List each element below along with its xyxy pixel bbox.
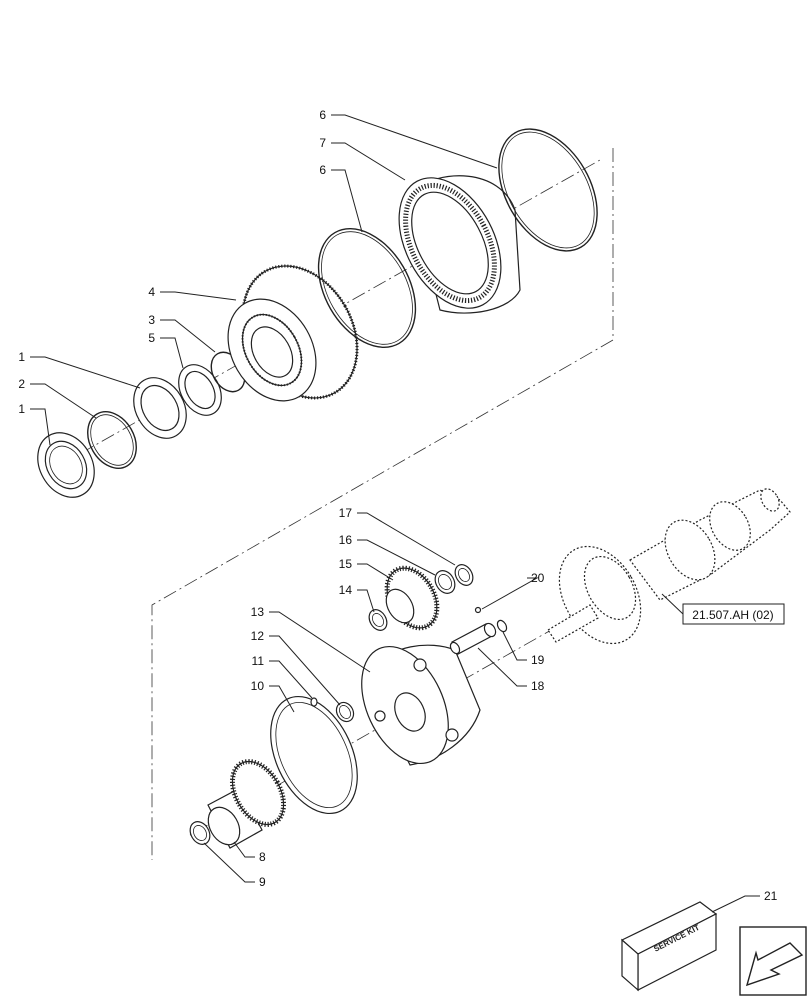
- callout-20: 20: [531, 571, 545, 585]
- part-1-bearing-upper[interactable]: [123, 368, 197, 447]
- part-1-bearing-lower[interactable]: [26, 423, 105, 508]
- callout-18: 18: [531, 679, 545, 693]
- part-6-snap-ring-rear[interactable]: [479, 112, 618, 268]
- part-8-sun-gear[interactable]: [202, 753, 294, 851]
- part-12-needle-bearing[interactable]: [333, 699, 357, 724]
- callout-19: 19: [531, 653, 545, 667]
- callout-labels: 6 7 6 4 3 5 1 2 1 17 16 15 14 13 12 11 1…: [18, 108, 777, 903]
- part-7-ring-gear[interactable]: [378, 161, 521, 326]
- part-4-gear-hub[interactable]: [210, 245, 380, 418]
- callout-15: 15: [339, 557, 353, 571]
- part-16-needle-bearing[interactable]: [431, 567, 459, 597]
- callout-6-front: 6: [319, 163, 326, 177]
- callout-14: 14: [339, 583, 353, 597]
- part-13-planet-carrier[interactable]: [344, 633, 481, 778]
- part-15-planet-gear[interactable]: [377, 559, 447, 636]
- callout-9: 9: [259, 875, 266, 889]
- callout-13: 13: [251, 605, 265, 619]
- part-6-snap-ring-front[interactable]: [299, 212, 436, 365]
- part-11-ball[interactable]: [310, 697, 318, 707]
- callout-17: 17: [339, 506, 353, 520]
- callout-3: 3: [148, 313, 155, 327]
- callout-5: 5: [148, 331, 155, 345]
- reference-link-label: 21.507.AH (02): [692, 608, 773, 622]
- part-17-washer[interactable]: [452, 561, 477, 588]
- reference-link-21-507-ah[interactable]: 21.507.AH (02): [661, 593, 785, 625]
- callout-11: 11: [252, 654, 265, 668]
- part-10-thrust-ring[interactable]: [253, 683, 374, 828]
- callout-4: 4: [148, 285, 155, 299]
- part-2-snap-ring[interactable]: [78, 403, 146, 477]
- part-20-ball[interactable]: [474, 606, 482, 614]
- part-18-planet-pin[interactable]: [449, 621, 498, 655]
- callout-1-lower: 1: [18, 402, 25, 416]
- part-19-o-ring[interactable]: [496, 619, 509, 633]
- callout-21: 21: [764, 889, 778, 903]
- leader-lines: [30, 114, 760, 913]
- part-14-washer[interactable]: [366, 606, 391, 633]
- callout-1-upper: 1: [18, 350, 25, 364]
- callout-16: 16: [339, 533, 353, 547]
- callout-7: 7: [319, 136, 326, 150]
- part-21-service-kit[interactable]: SERVICE KIT: [620, 901, 718, 992]
- callout-6-rear: 6: [319, 108, 326, 122]
- callout-12: 12: [251, 629, 265, 643]
- callout-10: 10: [251, 679, 265, 693]
- callout-8: 8: [259, 850, 266, 864]
- callout-2: 2: [18, 377, 25, 391]
- navigation-arrow-icon[interactable]: [739, 926, 807, 996]
- part-9-ring[interactable]: [186, 818, 214, 848]
- reference-shaft-assembly: [547, 488, 791, 645]
- part-5-ring[interactable]: [170, 357, 230, 423]
